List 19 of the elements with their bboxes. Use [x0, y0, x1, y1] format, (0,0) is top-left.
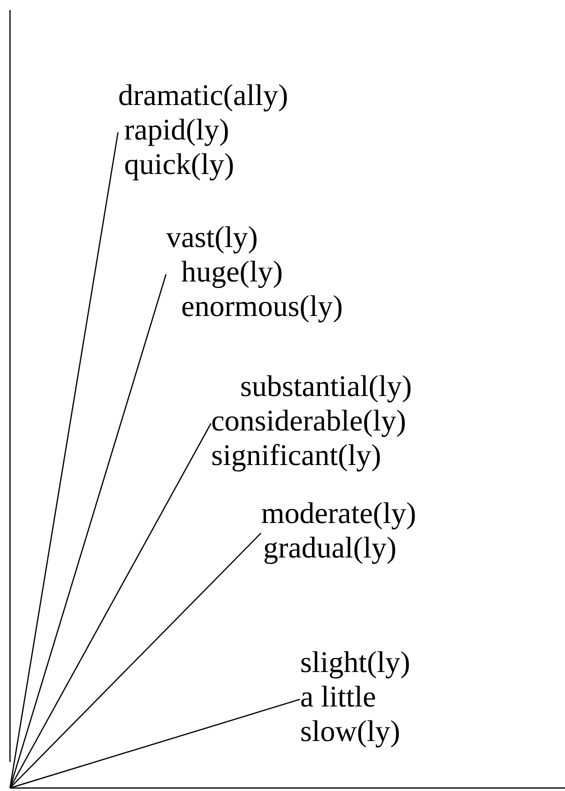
- word-label: dramatic(ally): [119, 84, 287, 112]
- word-label: rapid(ly): [124, 118, 228, 146]
- word-label: vast(ly): [166, 226, 257, 254]
- word-label: considerable(ly): [212, 410, 405, 437]
- leader-line: [9, 132, 119, 788]
- word-label: quick(ly): [125, 153, 233, 180]
- word-label: huge(ly): [182, 260, 282, 288]
- leader-line: [9, 274, 167, 788]
- word-label: slow(ly): [301, 720, 399, 748]
- word-label: enormous(ly): [182, 295, 342, 322]
- leader-line: [9, 423, 212, 788]
- leader-line: [10, 698, 300, 789]
- leader-line: [10, 532, 262, 788]
- word-label: moderate(ly): [262, 502, 415, 530]
- word-label: gradual(ly): [264, 536, 396, 564]
- word-label: significant(ly): [212, 444, 380, 472]
- word-label: substantial(ly): [241, 375, 411, 402]
- word-label: slight(ly): [301, 651, 409, 678]
- word-label: a little: [301, 686, 375, 707]
